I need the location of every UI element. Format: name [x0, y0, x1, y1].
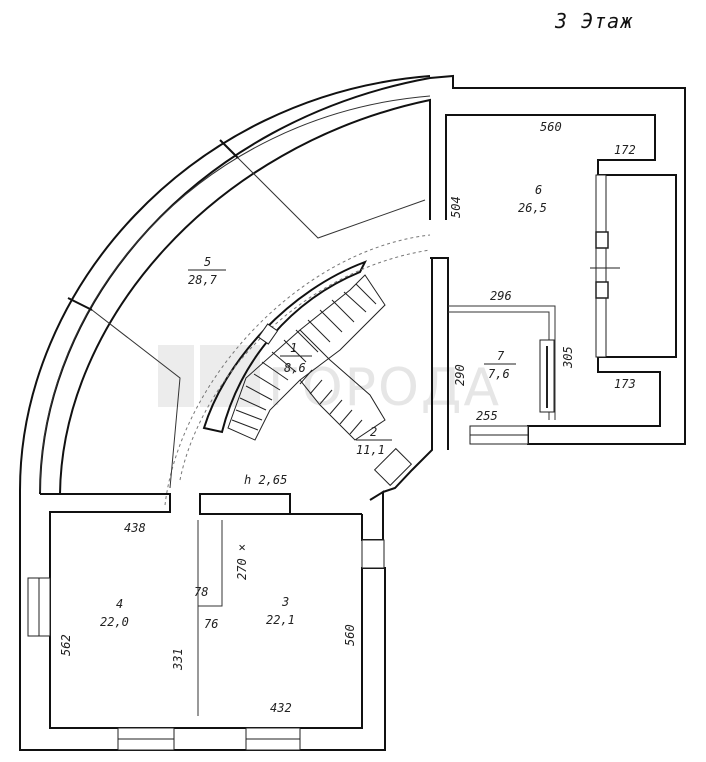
staircase	[227, 274, 386, 441]
door-diagonal	[373, 447, 413, 487]
stair-dashed-arc2	[164, 234, 431, 506]
partition-line	[219, 139, 239, 159]
outer-wall-lower	[19, 490, 386, 751]
watermark-logo	[158, 345, 194, 407]
dimension-label: 78	[194, 585, 208, 599]
room-label-2: 2 11,1	[356, 425, 392, 457]
wall-central	[382, 258, 433, 493]
floor-title: 3 Этаж	[554, 9, 633, 33]
wall-room6-7	[448, 305, 556, 420]
watermark-logo-house	[200, 345, 260, 407]
svg-text:7: 7	[497, 349, 505, 363]
dimension-label: 296	[490, 289, 512, 303]
svg-text:28,7: 28,7	[188, 273, 218, 287]
dimension-label: 173	[614, 377, 636, 391]
svg-text:5: 5	[204, 255, 211, 269]
svg-text:22,1: 22,1	[266, 613, 295, 627]
dimension-label: 305	[561, 346, 575, 369]
wall-central-inner	[430, 257, 449, 450]
svg-text:3: 3	[281, 595, 289, 609]
svg-text:2: 2	[370, 425, 377, 439]
inner-wall-curved	[59, 98, 431, 495]
dimension-label: 438	[124, 521, 146, 535]
svg-text:8,6: 8,6	[284, 361, 306, 375]
dimension-label: 560	[343, 624, 357, 646]
svg-text:7,6: 7,6	[488, 367, 510, 381]
dimension-label: 270 ×	[235, 544, 249, 580]
outer-wall-arc-inner	[39, 95, 431, 493]
svg-text:6: 6	[535, 183, 542, 197]
room-label-1: 1 8,6	[280, 341, 312, 375]
room-label-5: 5 28,7	[188, 255, 226, 287]
dimension-label: 255	[476, 409, 498, 423]
svg-text:1: 1	[290, 341, 297, 355]
svg-text:4: 4	[116, 597, 123, 611]
ceiling-height: h 2,65	[244, 473, 287, 487]
wall-lower-top	[199, 493, 291, 515]
room-label-3: 3 22,1	[266, 595, 295, 627]
furniture-outline	[91, 157, 426, 489]
dimension-label: 331	[171, 648, 185, 671]
newel-post	[257, 323, 279, 345]
window-frame	[595, 231, 609, 249]
outer-wall-arc	[19, 75, 431, 491]
partition-line	[67, 297, 93, 311]
room-label-7: 7 7,6	[484, 349, 516, 381]
partition-3-4	[197, 520, 223, 716]
wall-lower-right	[361, 490, 384, 541]
dimension-label: 172	[614, 143, 636, 157]
dimension-label: 290	[453, 364, 467, 386]
room-label-4: 4 22,0	[100, 597, 129, 629]
dimension-label: 562	[59, 634, 73, 656]
room-label-6: 6 26,5	[518, 183, 547, 215]
dimension-label: 76	[204, 617, 218, 631]
window-frame	[595, 281, 609, 299]
dimension-label: 504	[449, 196, 463, 218]
window-right	[361, 539, 385, 569]
balcony-window	[595, 174, 607, 358]
svg-text:22,0: 22,0	[100, 615, 129, 629]
outer-wall-curved	[39, 74, 686, 495]
svg-text:11,1: 11,1	[356, 443, 385, 457]
stair-curve-wall	[202, 260, 368, 434]
dimension-label: 560	[540, 120, 562, 134]
dimension-label: 432	[270, 701, 292, 715]
svg-text:26,5: 26,5	[518, 201, 547, 215]
